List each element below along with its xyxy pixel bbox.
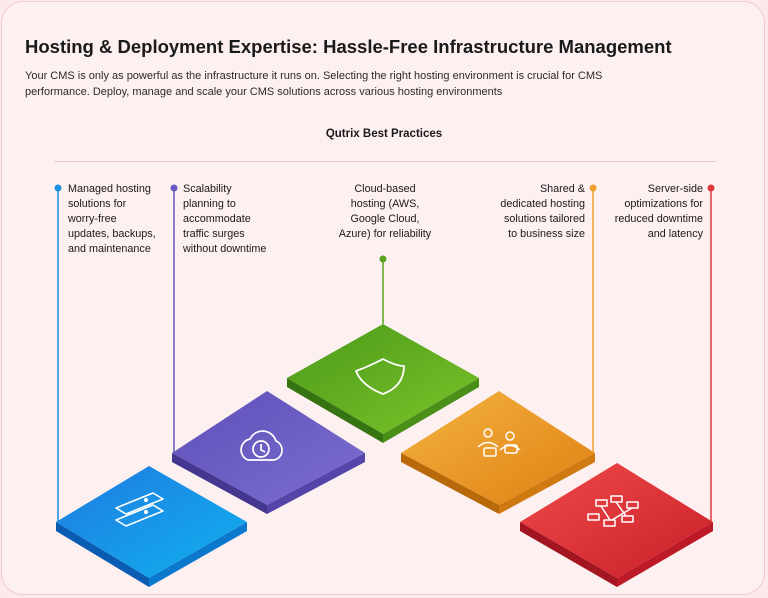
tile-managed-hosting (56, 466, 247, 587)
connector-dot-shared-dedicated (589, 184, 597, 192)
connector-lines (54, 184, 715, 522)
section-title: Qutrix Best Practices (325, 128, 443, 140)
connector-dot-server-side (707, 184, 715, 192)
connector-dot-managed-hosting (54, 184, 62, 192)
practice-label-cloud-hosting: Cloud-based hosting (AWS, Google Cloud, … (338, 183, 432, 240)
shield-icon (355, 358, 405, 395)
tile-server-side (520, 463, 713, 587)
connector-dot-cloud-hosting (379, 255, 387, 263)
tile-cloud-hosting (287, 324, 479, 443)
connector-dot-scalability (170, 184, 178, 192)
page-description: Your CMS is only as powerful as the infr… (25, 70, 603, 98)
network-icon (587, 495, 639, 527)
practice-label-server-side: Server-side optimizations for reduced do… (614, 183, 703, 240)
section-divider (54, 161, 716, 162)
server-icon (115, 492, 164, 527)
practice-label-managed-hosting: Managed hosting solutions for worry-free… (68, 183, 156, 255)
users-icon (477, 428, 521, 457)
practice-label-scalability: Scalability planning to accommodate traf… (183, 183, 267, 255)
cloud-clock-icon (240, 430, 283, 461)
tile-shared-dedicated (401, 391, 595, 514)
tile-scalability (172, 391, 365, 514)
page-title: Hosting & Deployment Expertise: Hassle-F… (25, 36, 672, 57)
practice-label-shared-dedicated: Shared & dedicated hosting solutions tai… (500, 183, 585, 240)
